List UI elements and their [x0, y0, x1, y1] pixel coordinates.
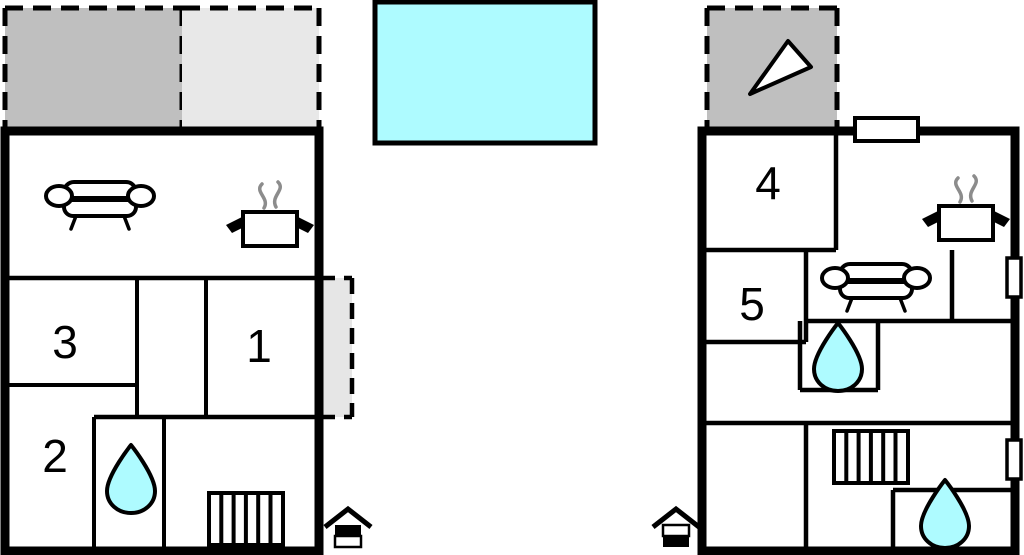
house-orientation-icon — [325, 509, 371, 547]
swimming-pool — [372, 0, 598, 146]
balcony-side — [319, 275, 355, 420]
ground-floor-interior-walls — [5, 275, 319, 551]
room-number-5: 5 — [739, 278, 765, 330]
window-icon — [1005, 256, 1023, 299]
room-number-4: 4 — [755, 157, 781, 209]
first-floor-plan: 4 5 — [653, 5, 1023, 555]
room-number-2: 2 — [42, 430, 68, 482]
window-icon — [1005, 438, 1023, 481]
ground-floor-plan: 1 2 3 — [0, 5, 371, 555]
window-icon — [853, 116, 920, 143]
room-number-1: 1 — [246, 320, 272, 372]
awning-icon — [748, 39, 813, 96]
terrace-covered — [2, 5, 185, 131]
first-floor-interior-walls — [702, 131, 1015, 551]
stairs-icon — [832, 429, 910, 485]
terrace-open — [182, 5, 322, 131]
terrace-roof — [704, 5, 840, 131]
house-orientation-icon — [653, 509, 699, 547]
room-number-3: 3 — [52, 316, 78, 368]
stairs-icon — [207, 491, 285, 547]
